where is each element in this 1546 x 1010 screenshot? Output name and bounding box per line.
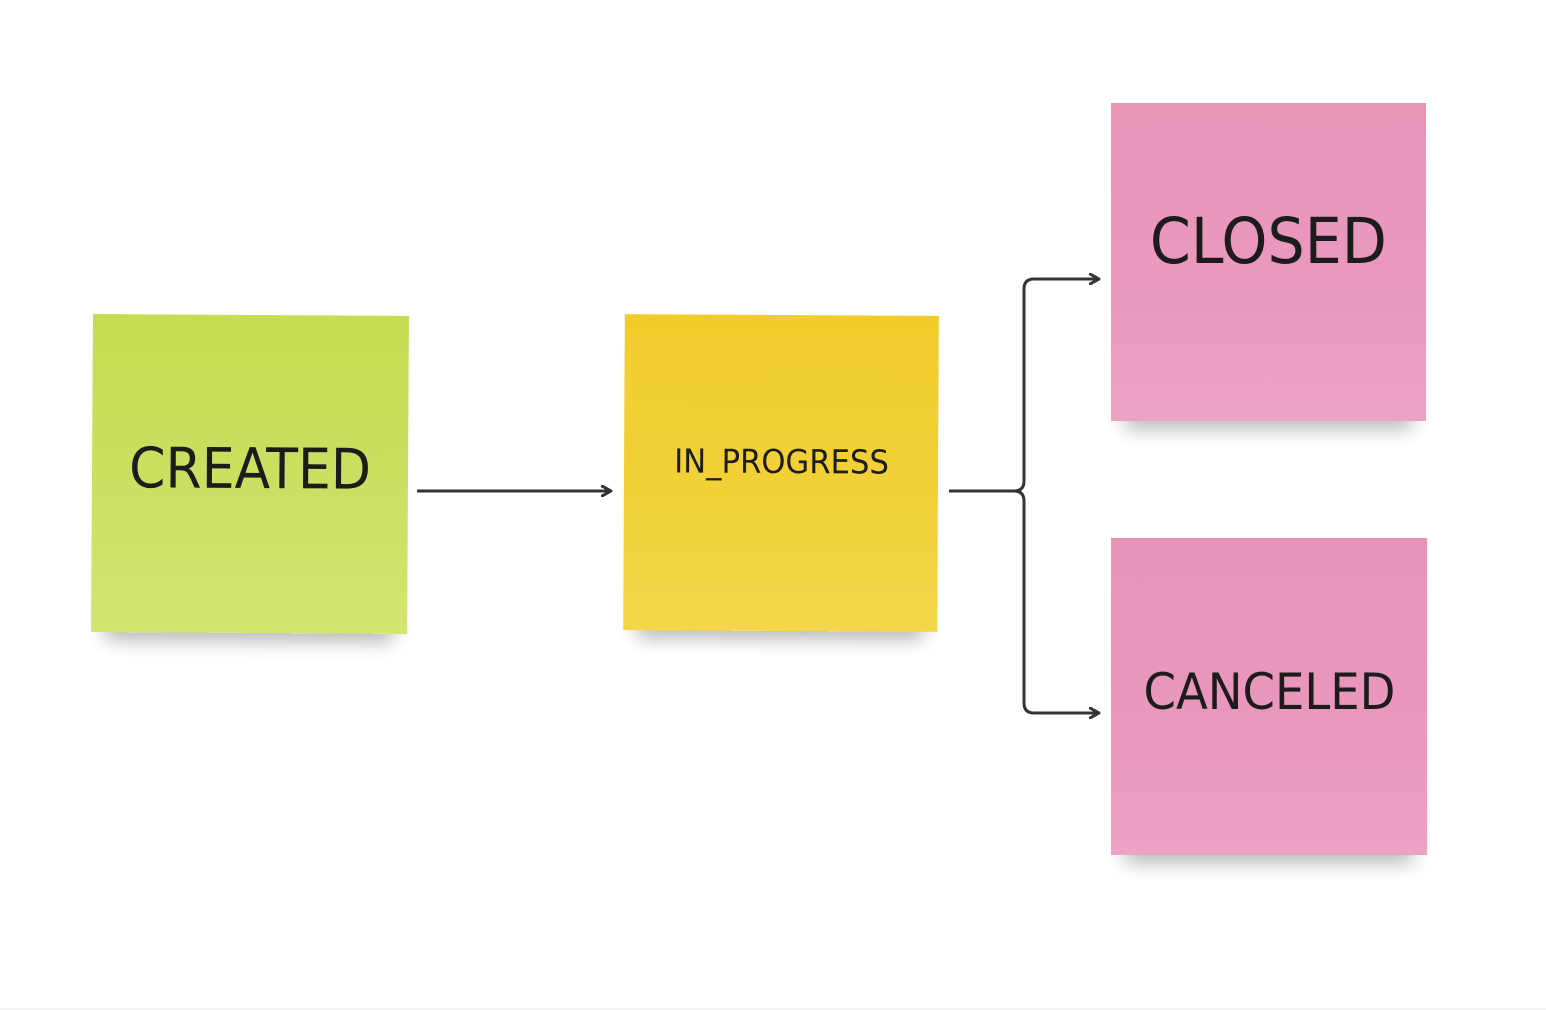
- sticky-note-created[interactable]: CREATED: [91, 314, 409, 634]
- sticky-note-label: CREATED: [128, 435, 372, 503]
- sticky-note-canceled[interactable]: CANCELED: [1111, 538, 1427, 855]
- sticky-note-closed[interactable]: CLOSED: [1111, 103, 1426, 421]
- canvas-bottom-edge: [0, 1008, 1546, 1010]
- sticky-note-label: CANCELED: [1142, 662, 1395, 721]
- sticky-note-label: IN_PROGRESS: [673, 440, 889, 482]
- arrow-in-progress-to-canceled[interactable]: [1013, 489, 1098, 713]
- sticky-note-in-progress[interactable]: IN_PROGRESS: [623, 314, 939, 632]
- arrow-in-progress-to-closed[interactable]: [949, 279, 1098, 493]
- sticky-note-label: CLOSED: [1150, 205, 1387, 278]
